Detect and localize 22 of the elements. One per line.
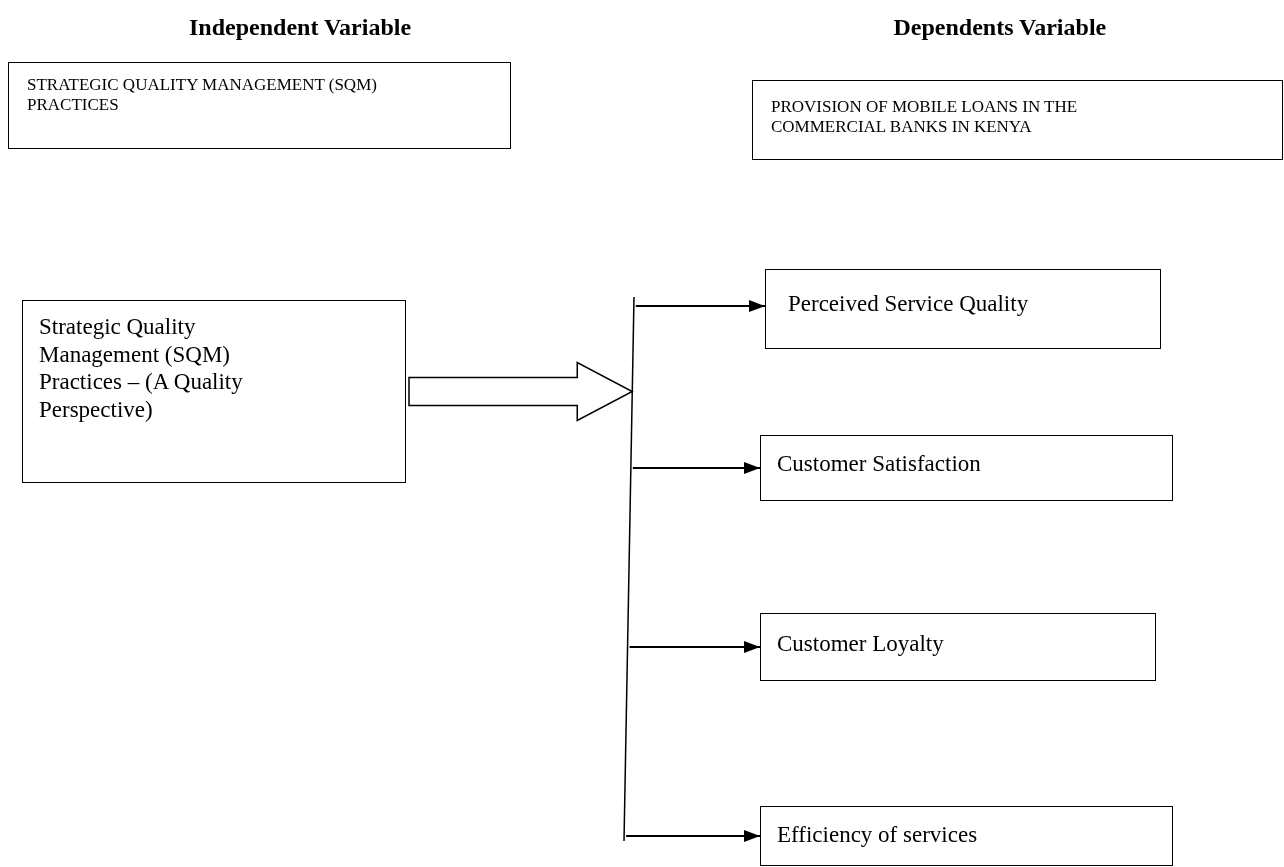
box-text: Customer Loyalty (777, 630, 945, 658)
block-arrow (408, 361, 634, 422)
outcome-box (760, 435, 1173, 501)
column-heading: Independent Variable (189, 14, 412, 41)
box-text: Strategic Quality Management (SQM) Practices – (A Quality Perspective) (39, 313, 244, 424)
variable-box (752, 80, 1283, 160)
box-text: Perceived Service Quality (788, 290, 1030, 318)
outcome-box (760, 613, 1156, 681)
box-text: Customer Satisfaction (777, 450, 982, 478)
bracket-bar (620, 296, 638, 842)
variable-box (8, 62, 511, 149)
box-text: STRATEGIC QUALITY MANAGEMENT (SQM) PRACTICES (27, 75, 378, 116)
outcome-box (765, 269, 1161, 349)
arrow (634, 300, 766, 312)
box-text: Efficiency of services (777, 821, 979, 849)
column-heading: Dependents Variable (893, 14, 1107, 41)
outcome-box (760, 806, 1173, 866)
box-text: PROVISION OF MOBILE LOANS IN THE COMMERCIAL BANKS IN KENYA (771, 97, 1079, 138)
arrow (631, 462, 761, 474)
arrow (625, 830, 761, 842)
arrow (628, 641, 761, 653)
process-box (22, 300, 406, 483)
